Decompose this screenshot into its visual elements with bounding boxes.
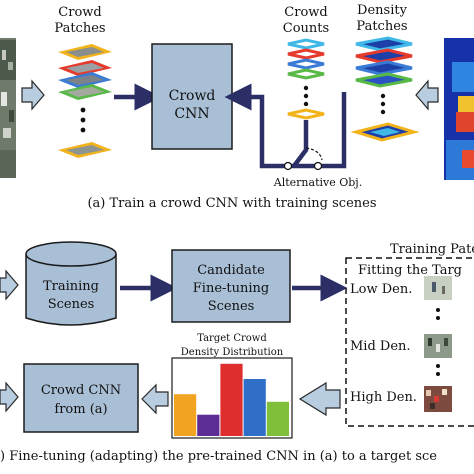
low-density-thumbnail [424, 276, 452, 300]
ellipsis-dot [303, 101, 309, 107]
density-bar-4 [243, 379, 266, 436]
training-patches-title: Training Pate [390, 242, 474, 257]
caption-a: (a) Train a crowd CNN with training scen… [87, 196, 376, 211]
crowd-patch-green [58, 84, 112, 100]
crowd-cnn-from-a-box [23, 363, 139, 433]
density-bar-3 [220, 363, 243, 436]
ellipsis-dot [303, 85, 309, 91]
crowd-patch-blue [58, 72, 112, 88]
caption-b: ) Fine-tuning (adapting) the pre-trained… [0, 449, 437, 464]
crowd-counts-label-line2: Counts [283, 21, 329, 36]
candidate-scenes-box [171, 249, 291, 323]
ellipsis-dot [80, 127, 86, 133]
count-patch-green [287, 68, 325, 80]
density-highlight [370, 128, 400, 136]
crowd-cnn-box [151, 43, 233, 150]
crowd-patch-red [58, 60, 112, 76]
crowd-cnn-label: Crowd [169, 88, 216, 104]
crowd-patches-label-line2: Patches [54, 21, 105, 36]
high-density-label: High Den. [350, 390, 417, 405]
ellipsis-dot [380, 109, 386, 115]
high-density-thumbnail [424, 386, 452, 412]
crowd-cnn-from-a-label-line2: from (a) [54, 402, 107, 417]
training-scenes-db [25, 241, 117, 326]
ellipsis-dot [436, 364, 440, 368]
panel-a: Crowd Patches [0, 3, 474, 211]
switch-dashed-arc [305, 147, 323, 161]
arrow-photo-to-patches [21, 79, 45, 111]
density-chart-bars [174, 363, 289, 436]
ellipsis-dot [80, 107, 86, 113]
ellipsis-dot [380, 101, 386, 107]
candidate-label: Candidate [197, 263, 265, 278]
count-patch-cyan [287, 38, 325, 50]
arrow-into-crowd-cnn [0, 381, 19, 413]
arrow-chart-to-cnn [141, 383, 169, 415]
alternative-objective-label: Alternative Obj. [273, 176, 362, 189]
arrow-heatmap-to-density [415, 79, 439, 111]
crowd-scene-image [0, 38, 16, 178]
ellipsis-dot [80, 117, 86, 123]
ellipsis-dot [303, 93, 309, 99]
training-scenes-label-line2: Scenes [48, 297, 95, 312]
switch-node [283, 161, 293, 171]
density-patches-label-line2: Patches [356, 19, 407, 34]
candidate-label-line3: Scenes [208, 299, 255, 314]
density-bar-1 [174, 394, 197, 436]
panel-b: Training Scenes Candidate Fine-tuning Sc… [0, 241, 474, 464]
switch-node [313, 161, 323, 171]
count-patch-orange [287, 108, 325, 120]
chart-subtitle: Density Distribution [181, 347, 284, 358]
density-patch-red [355, 48, 413, 64]
density-bar-5 [266, 401, 289, 436]
ellipsis-dot [436, 308, 440, 312]
crowd-patch-yellow [58, 44, 112, 60]
ellipsis-dot [380, 93, 386, 99]
arrow-counts-to-cnn [292, 120, 309, 168]
arrow-patches-to-chart [298, 381, 341, 417]
crowd-cnn-label-line2: CNN [174, 106, 209, 122]
arrow-density-to-cnn [224, 83, 347, 169]
crowd-patch-stack [58, 44, 112, 158]
density-map-image [444, 38, 474, 180]
density-bar-2 [197, 414, 220, 436]
patch-panel-border [345, 257, 474, 427]
chart-title: Target Crowd [197, 333, 267, 344]
density-patch-green [355, 72, 413, 88]
crowd-cnn-from-a-label: Crowd CNN [41, 383, 121, 398]
crowd-patch-orange [58, 142, 112, 158]
candidate-label-line2: Fine-tuning [193, 281, 269, 296]
mid-density-label: Mid Den. [350, 339, 411, 354]
training-patches-subtitle: Fitting the Targ [358, 263, 462, 278]
ellipsis-dot [436, 316, 440, 320]
low-density-label: Low Den. [350, 282, 412, 297]
arrow-into-training-scenes [0, 269, 19, 301]
count-patch-blue [287, 58, 325, 70]
count-patch-red [287, 48, 325, 60]
mid-density-thumbnail [424, 334, 452, 358]
training-scenes-label: Training [43, 279, 99, 294]
density-patch-cyan [355, 36, 413, 52]
density-patches-label: Density [357, 3, 408, 18]
density-patch-blue [355, 60, 413, 76]
crowd-counts-label: Crowd [284, 5, 327, 20]
crowd-patches-label: Crowd [58, 5, 101, 20]
ellipsis-dot [436, 372, 440, 376]
density-patch-stack [350, 36, 420, 142]
crowd-count-stack [287, 38, 325, 120]
